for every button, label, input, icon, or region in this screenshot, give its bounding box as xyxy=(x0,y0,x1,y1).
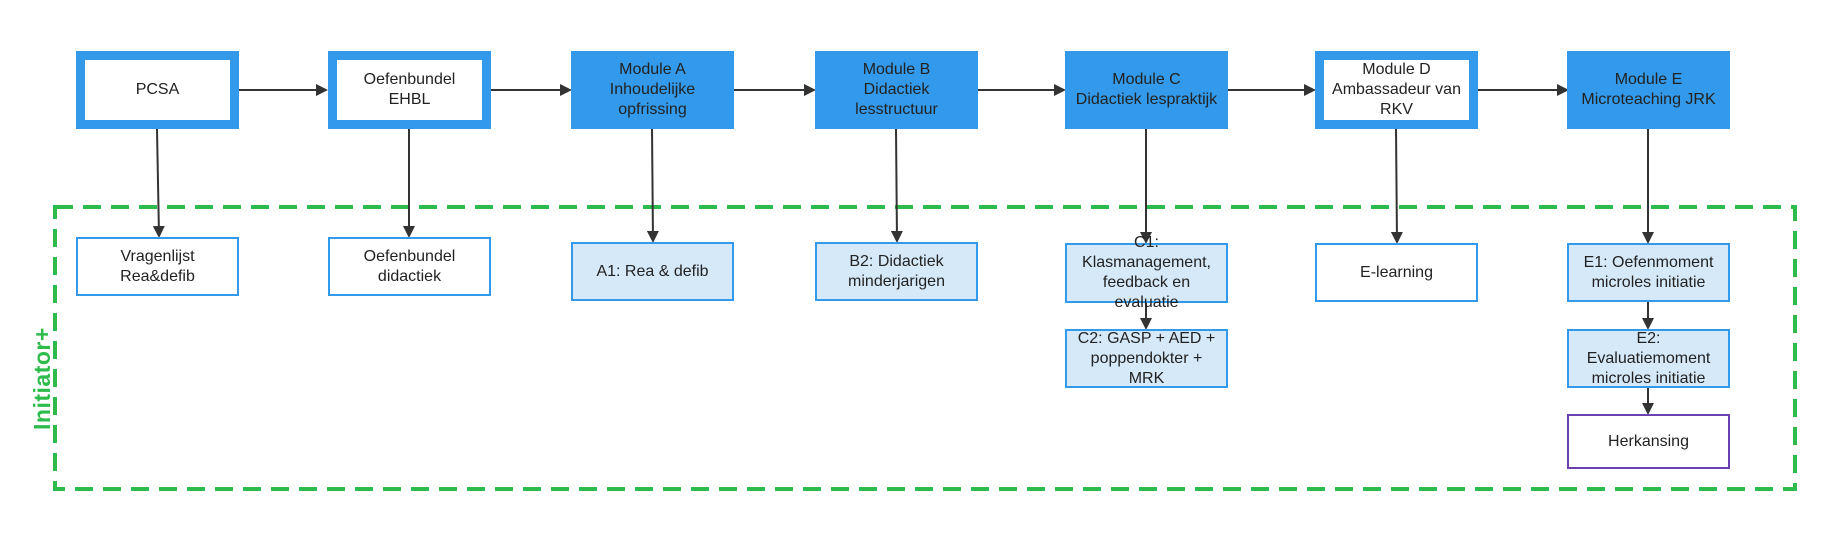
group-boundary xyxy=(53,205,1797,491)
module-label: Module D Ambassadeur van RKV xyxy=(1332,61,1461,118)
module-label: Module E Microteaching JRK xyxy=(1581,71,1716,108)
subitem-label: C2: GASP + AED + poppendokter + MRK xyxy=(1077,329,1216,387)
arrow-module-a-to-a1 xyxy=(646,128,659,243)
subitem-box-c1: C1: Klasmanagement, feedback en evaluati… xyxy=(1065,234,1228,311)
module-label: Module C Didactiek lespraktijk xyxy=(1075,71,1218,108)
subitem-label: B2: Didactiek minderjarigen xyxy=(848,252,945,290)
subitem-label: Vragenlijst Rea&defib xyxy=(120,247,195,285)
arrow-pcsa-to-vragenlijst xyxy=(152,128,165,238)
module-label: Module A Inhoudelijke opfrissing xyxy=(609,61,696,118)
arrow-module-b-to-b2 xyxy=(890,128,903,243)
subitem-label: E-learning xyxy=(1360,263,1433,281)
subitem-box-oefenbundel-didactiek: Oefenbundel didactiek xyxy=(328,237,491,296)
module-box-module-e: Module E Microteaching JRK xyxy=(1567,51,1730,129)
subitem-box-e2: E2: Evaluatiemoment microles initiatie xyxy=(1567,329,1730,388)
subitem-box-vragenlijst: Vragenlijst Rea&defib xyxy=(76,237,239,296)
subitem-box-e1: E1: Oefenmoment microles initiatie xyxy=(1567,243,1730,302)
group-label: Initiator+ xyxy=(29,327,55,430)
subitem-box-b2: B2: Didactiek minderjarigen xyxy=(815,242,978,301)
module-box-pcsa: PCSA xyxy=(76,51,239,129)
subitem-box-c2: C2: GASP + AED + poppendokter + MRK xyxy=(1065,329,1228,388)
module-box-module-c: Module C Didactiek lespraktijk xyxy=(1065,51,1228,129)
subitem-label: E1: Oefenmoment microles initiatie xyxy=(1583,253,1714,291)
subitem-label: C1: Klasmanagement, feedback en evaluati… xyxy=(1082,234,1211,311)
subitem-box-a1: A1: Rea & defib xyxy=(571,242,734,301)
module-box-module-d: Module D Ambassadeur van RKV xyxy=(1315,51,1478,129)
arrow-module-d-to-e-learning xyxy=(1390,128,1403,244)
subitem-label: Herkansing xyxy=(1608,432,1689,450)
module-label: Oefenbundel EHBL xyxy=(363,71,456,108)
module-box-module-b: Module B Didactiek lesstructuur xyxy=(815,51,978,129)
subitem-label: Oefenbundel didactiek xyxy=(363,247,456,285)
subitem-label: A1: Rea & defib xyxy=(596,262,709,280)
module-label: Module B Didactiek lesstructuur xyxy=(855,61,938,118)
subitem-box-herkansing: Herkansing xyxy=(1567,414,1730,469)
subitem-box-e-learning: E-learning xyxy=(1315,243,1478,302)
module-box-module-a: Module A Inhoudelijke opfrissing xyxy=(571,51,734,129)
subitem-label: E2: Evaluatiemoment microles initiatie xyxy=(1586,329,1711,387)
module-box-oefenbundel-ehbl: Oefenbundel EHBL xyxy=(328,51,491,129)
module-label: PCSA xyxy=(135,81,180,98)
